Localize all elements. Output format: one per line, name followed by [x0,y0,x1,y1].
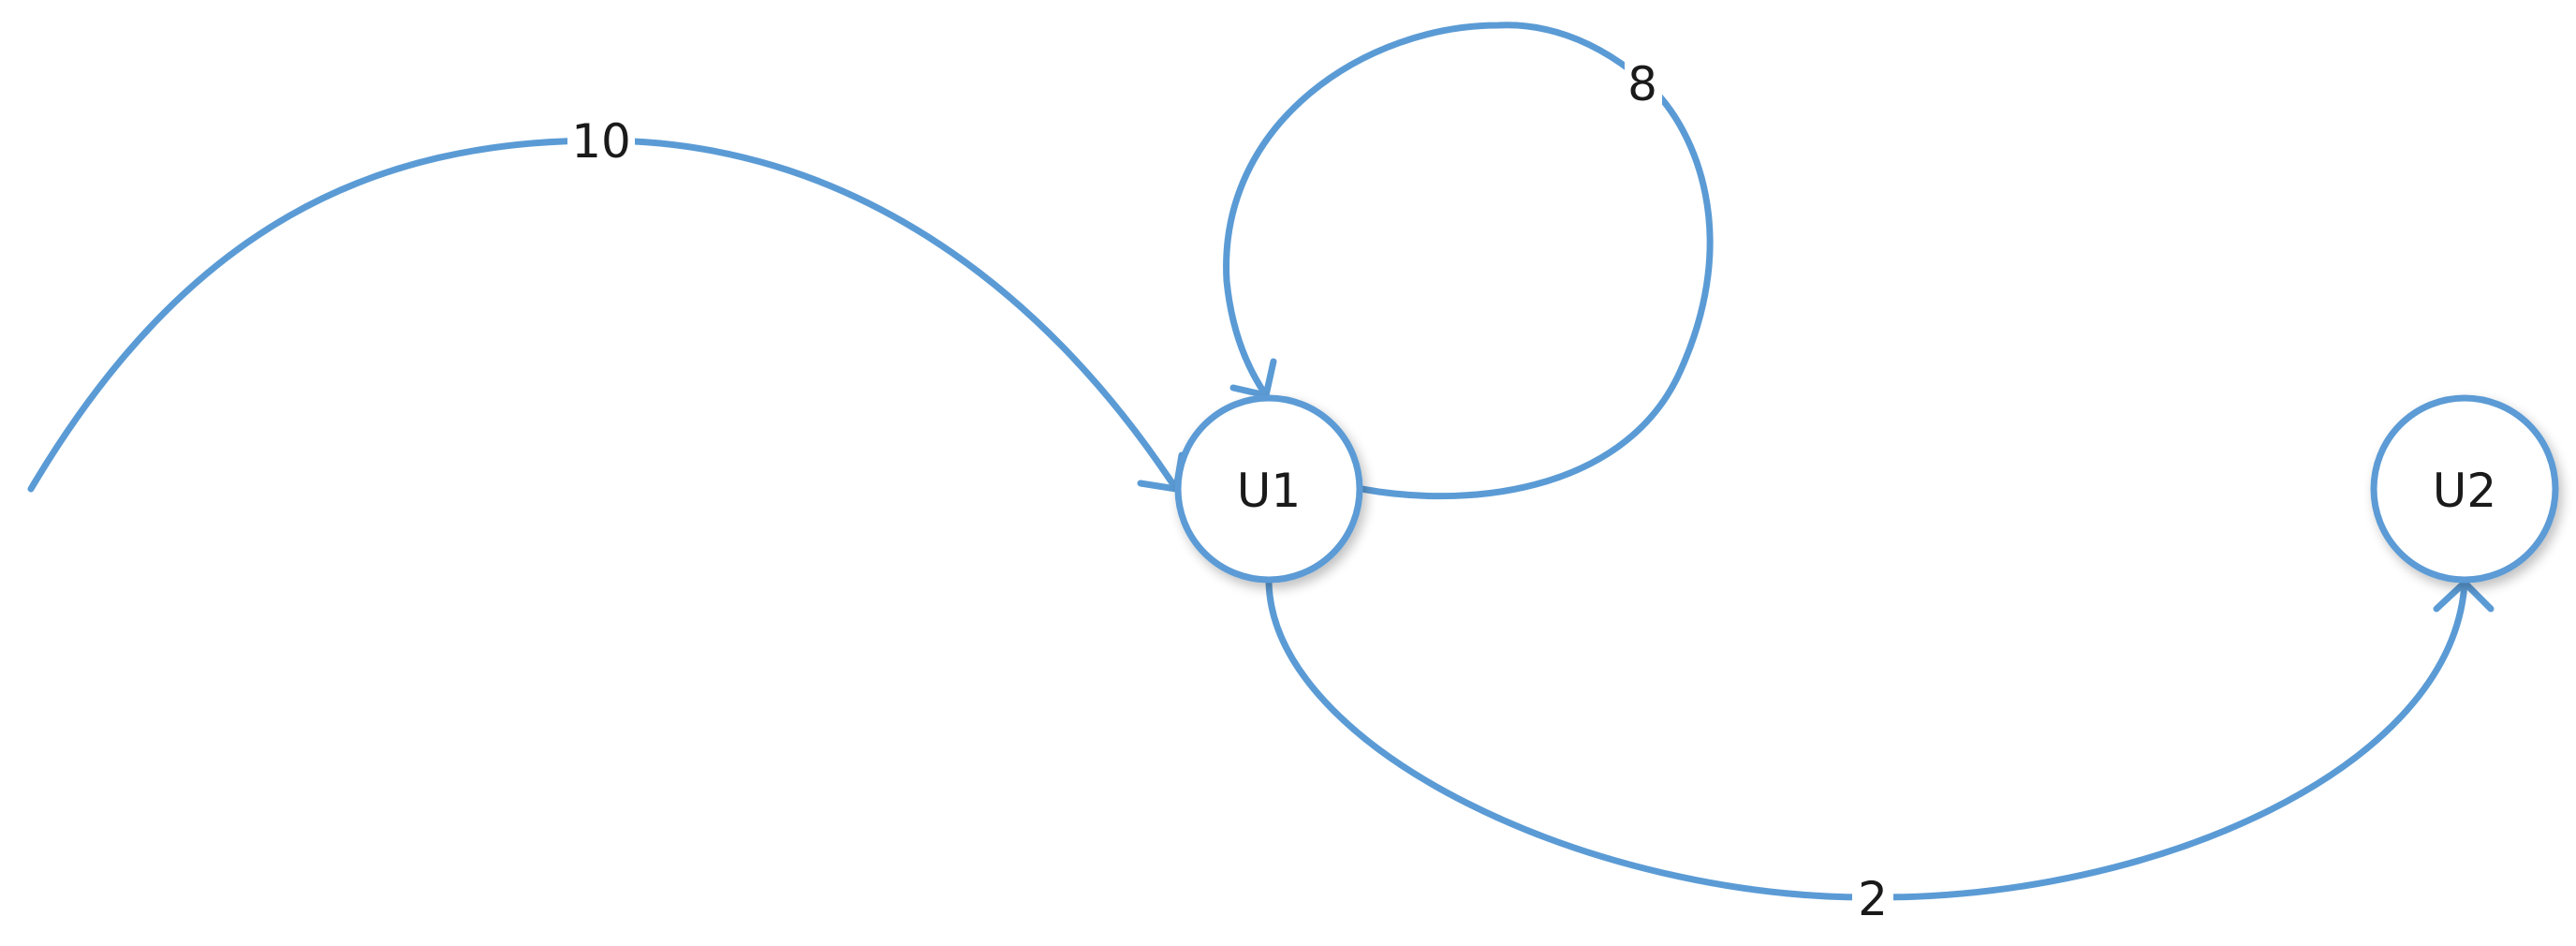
edge-u1-u2-label-bg [1852,869,1893,927]
edge-incoming-label-bg [567,111,635,169]
edge-u1-to-u2: 2 [1265,579,2495,927]
edge-self-loop-path [1223,22,1714,500]
node-u2[interactable]: U2 [2370,394,2559,584]
node-u2-label: U2 [2433,464,2496,518]
edge-u1-u2-label: 2 [1858,872,1888,926]
edge-incoming-label: 10 [571,114,631,169]
node-u1[interactable]: U1 [1174,394,1363,584]
node-u1-circle[interactable] [1174,394,1363,584]
node-u2-circle[interactable] [2370,394,2559,584]
edge-incoming-to-u1: 10 [27,111,1185,493]
node-u1-label: U1 [1237,464,1301,518]
edge-u1-u2-path [1265,579,2468,901]
edge-incoming-path [27,137,1180,493]
edge-self-loop-label: 8 [1627,57,1657,111]
edge-self-loop-label-bg [1625,54,1662,112]
